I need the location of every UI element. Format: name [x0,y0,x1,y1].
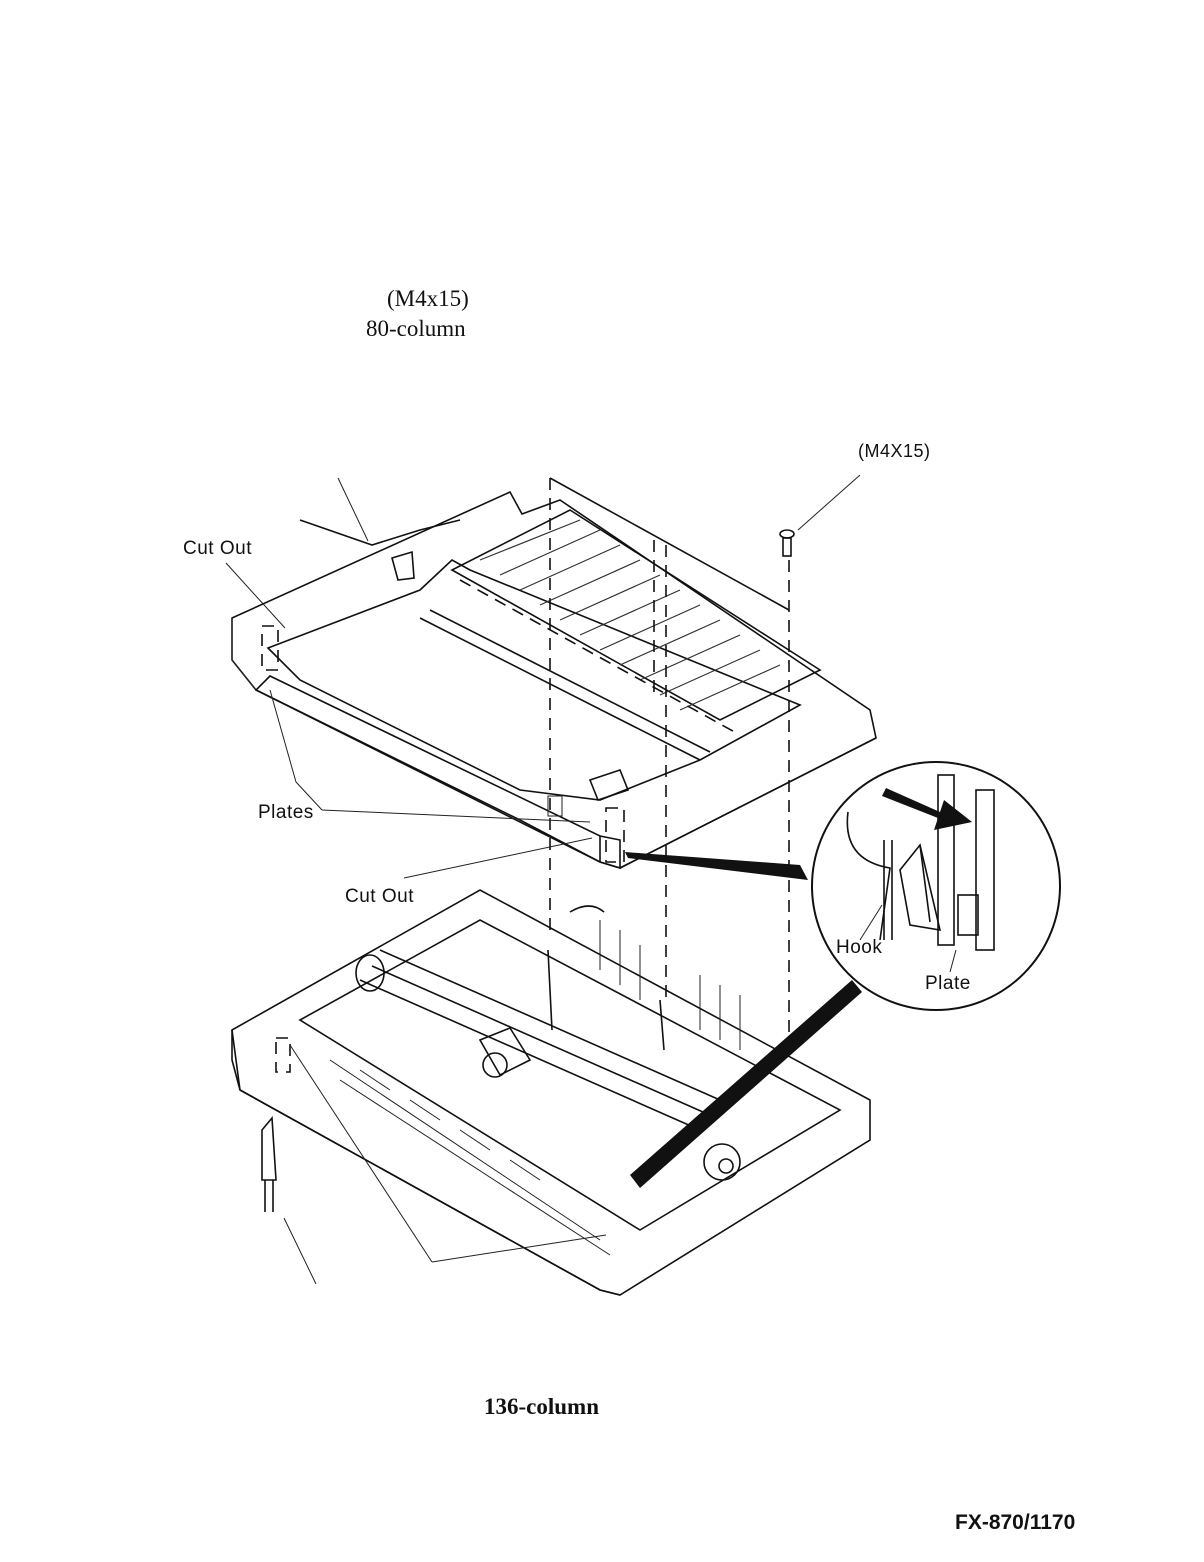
hook-label: Hook [836,937,882,959]
upper-case-illustration [232,492,876,868]
alignment-lines [550,478,789,1050]
cut-out-upper-label: Cut Out [183,538,252,560]
screw-callout-label: (M4X15) [858,441,931,462]
cut-out-lower-label: Cut Out [345,886,414,908]
model-number: FX-870/1170 [955,1511,1075,1535]
model-136-column-label: 136-column [484,1394,599,1420]
screw-icon [780,530,794,556]
plate-label: Plate [925,973,971,995]
plates-label: Plates [258,802,314,824]
lower-case-illustration [232,890,870,1295]
screwdriver-icon [262,1118,276,1212]
detail-callout [625,762,1060,1188]
